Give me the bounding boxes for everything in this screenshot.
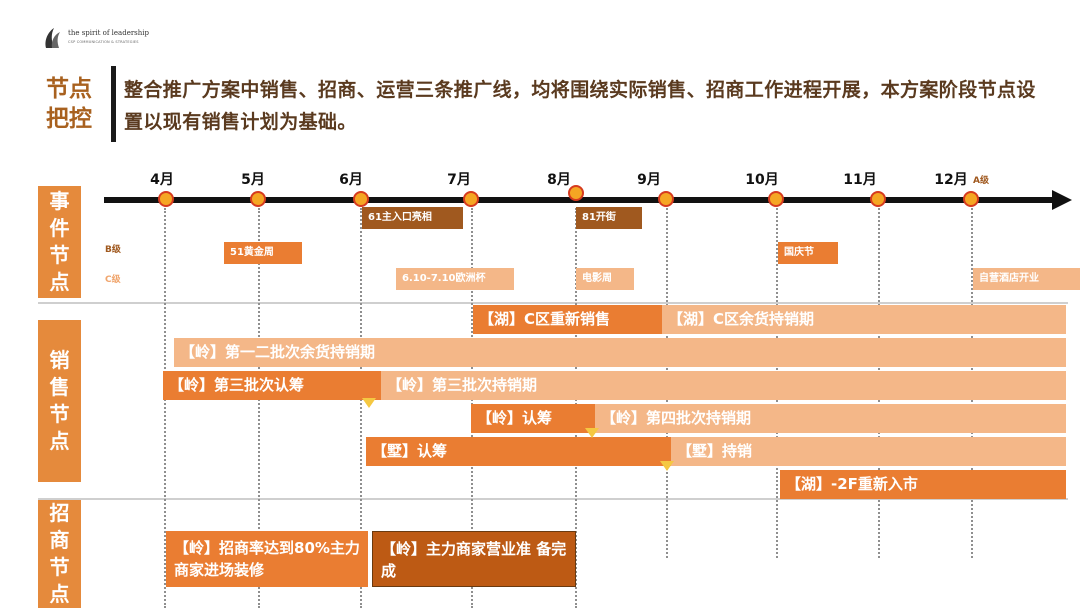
sales-bar-ling-batch3-subscribe: 【岭】第三批次认筹 — [163, 371, 381, 400]
sales-bar-ling-batch12: 【岭】第一二批次余货持销期 — [174, 338, 1066, 367]
month-gridline — [258, 208, 260, 608]
sales-bar-shu-sell: 【墅】持销 — [671, 437, 1066, 466]
section-heading-label: 节点把控 — [46, 76, 92, 132]
sales-bar-ling-subscribe: 【岭】认筹 — [471, 404, 595, 433]
section-separator — [38, 498, 1068, 500]
month-label-aug: 8月 — [547, 172, 571, 188]
timeline-marker — [870, 191, 886, 207]
timeline-marker — [963, 191, 979, 207]
month-label-oct: 10月 — [745, 172, 779, 188]
sales-bar-shu-subscribe: 【墅】认筹 — [366, 437, 671, 466]
sales-bar-hu-2f-relaunch: 【湖】-2F重新入市 — [780, 470, 1066, 499]
timeline-marker — [463, 191, 479, 207]
month-label-sep: 9月 — [637, 172, 661, 188]
month-label-jul: 7月 — [447, 172, 471, 188]
timeline-marker — [658, 191, 674, 207]
section-label-events: 事件节点 — [38, 186, 81, 298]
month-label-dec: 12月 — [934, 172, 968, 188]
event-c-hotel-opening: 自营酒店开业 — [973, 268, 1080, 290]
month-gridline — [164, 208, 166, 608]
month-label-apr: 4月 — [150, 172, 174, 188]
event-c-euro-cup: 6.10-7.10欧洲杯 — [396, 268, 514, 290]
company-logo: the spirit of leadership CSP COMMUNICATI… — [42, 26, 172, 50]
event-c-film-week: 电影周 — [576, 268, 634, 290]
heading-description: 整合推广方案中销售、招商、运营三条推广线，均将围绕实际销售、招商工作进程开展，本… — [124, 79, 1036, 133]
logo-tagline: CSP COMMUNICATION & STRATEGIES — [68, 40, 139, 44]
connector-tick — [585, 428, 599, 438]
logo-mark-icon — [45, 28, 60, 48]
event-a-main-entrance: 61主入口亮相 — [362, 207, 463, 229]
heading-divider — [111, 66, 116, 142]
section-separator — [38, 302, 1068, 304]
section-label-sales-text: 销售节点 — [49, 348, 70, 453]
connector-tick — [660, 461, 674, 471]
connector-tick — [362, 398, 376, 408]
month-label-jun: 6月 — [339, 172, 363, 188]
logo-brand-text: the spirit of leadership — [68, 29, 149, 37]
sales-bar-hu-c-resale: 【湖】C区重新销售 — [473, 305, 662, 334]
timeline-marker — [568, 185, 584, 201]
event-b-golden-week: 51黄金周 — [224, 242, 302, 264]
month-label-nov: 11月 — [843, 172, 877, 188]
month-label-may: 5月 — [241, 172, 265, 188]
section-label-sales: 销售节点 — [38, 320, 81, 482]
grade-c-label: C级 — [105, 275, 121, 285]
sales-bar-ling-batch3-sell: 【岭】第三批次持销期 — [381, 371, 1066, 400]
leasing-box-ling-ready: 【岭】主力商家营业准 备完成 — [372, 531, 576, 587]
month-gridline — [360, 208, 362, 608]
section-label-leasing-text: 招商节点 — [49, 501, 70, 606]
grade-a-label: A级 — [973, 176, 989, 186]
section-label-leasing: 招商节点 — [38, 500, 81, 608]
grade-b-label: B级 — [105, 245, 121, 255]
timeline-marker — [250, 191, 266, 207]
timeline-marker — [158, 191, 174, 207]
section-label-events-text: 事件节点 — [49, 189, 70, 294]
timeline-marker — [353, 191, 369, 207]
sales-bar-hu-c-remaining: 【湖】C区余货持销期 — [662, 305, 1066, 334]
sales-bar-ling-batch4-sell: 【岭】第四批次持销期 — [595, 404, 1066, 433]
event-a-street-opening: 81开街 — [576, 207, 642, 229]
leasing-box-ling-80pct: 【岭】招商率达到80%主力商家进场装修 — [166, 531, 368, 587]
timeline-marker — [768, 191, 784, 207]
event-b-national-day: 国庆节 — [778, 242, 838, 264]
